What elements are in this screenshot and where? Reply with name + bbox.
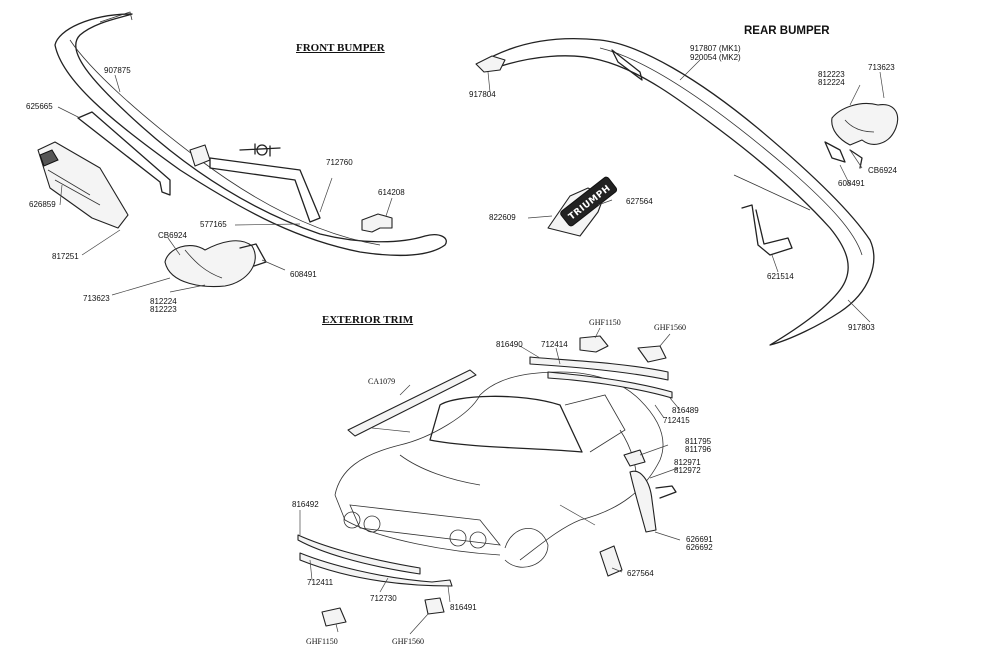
part-label: 627564 bbox=[626, 197, 653, 206]
front-lower-mouldings bbox=[297, 534, 453, 587]
part-label: 712730 bbox=[370, 594, 397, 603]
front-bracket-614208 bbox=[361, 213, 393, 233]
part-label: 608491 bbox=[838, 179, 865, 188]
front-bumper-title: FRONT BUMPER bbox=[296, 42, 385, 54]
part-label: GHF1150 bbox=[306, 637, 338, 646]
part-label: 627564 bbox=[627, 569, 654, 578]
part-label: 626859 bbox=[29, 200, 56, 209]
part-label: 917807 (MK1) bbox=[690, 44, 741, 53]
pillar-finishers bbox=[623, 449, 677, 533]
part-label: 812224 bbox=[150, 297, 177, 306]
part-label: CB6924 bbox=[158, 231, 187, 240]
rear-leader-lines bbox=[487, 59, 885, 323]
part-label: 712414 bbox=[541, 340, 568, 349]
bottom-clips bbox=[321, 597, 445, 627]
part-label: 812971 bbox=[674, 458, 701, 467]
windscreen-moulding bbox=[347, 369, 477, 437]
front-leader-lines bbox=[57, 74, 393, 296]
part-label: GHF1560 bbox=[392, 637, 425, 646]
part-label: 816490 bbox=[496, 340, 523, 349]
roof-clips bbox=[579, 335, 667, 363]
rear-bumper-blade bbox=[481, 38, 875, 346]
front-stay bbox=[189, 143, 321, 223]
part-label: 917803 bbox=[848, 323, 875, 332]
part-label: 907875 bbox=[104, 66, 131, 75]
front-over-rider bbox=[164, 240, 267, 288]
part-label: 812224 bbox=[818, 78, 845, 87]
trim-leader-lines bbox=[299, 327, 681, 635]
part-label: 917804 bbox=[469, 90, 496, 99]
part-label: CB6924 bbox=[868, 166, 897, 175]
part-label: 614208 bbox=[378, 188, 405, 197]
part-label: 811796 bbox=[685, 445, 712, 454]
front-over-rider-bracket bbox=[77, 111, 171, 196]
part-label: CA1079 bbox=[368, 377, 396, 386]
part-label: 713623 bbox=[83, 294, 110, 303]
part-label: 712760 bbox=[326, 158, 353, 167]
part-label: 625665 bbox=[26, 102, 53, 111]
part-label: 816492 bbox=[292, 500, 319, 509]
front-corner-trim bbox=[37, 141, 129, 229]
part-label: 812223 bbox=[818, 70, 845, 79]
part-label: 712415 bbox=[663, 416, 690, 425]
side-badge bbox=[599, 545, 623, 577]
part-label: GHF1150 bbox=[589, 318, 621, 327]
exterior-trim-title: EXTERIOR TRIM bbox=[322, 314, 414, 326]
roof-mouldings bbox=[529, 356, 673, 399]
part-label: 812223 bbox=[150, 305, 177, 314]
car-body bbox=[334, 371, 664, 568]
rear-bracket bbox=[733, 174, 811, 256]
part-label: 816489 bbox=[672, 406, 699, 415]
part-label: 817251 bbox=[52, 252, 79, 261]
part-label: 713623 bbox=[868, 63, 895, 72]
part-label: 712411 bbox=[307, 578, 334, 587]
part-label: 621514 bbox=[767, 272, 794, 281]
rear-badge: TRIUMPH bbox=[547, 176, 618, 237]
rear-over-rider bbox=[824, 102, 899, 169]
part-label: 812972 bbox=[674, 466, 701, 475]
part-label: 608491 bbox=[290, 270, 317, 279]
part-label: 920054 (MK2) bbox=[690, 53, 741, 62]
rear-bumper-title: REAR BUMPER bbox=[744, 25, 830, 37]
part-label: 577165 bbox=[200, 220, 227, 229]
part-label: GHF1560 bbox=[654, 323, 687, 332]
part-label: 816491 bbox=[450, 603, 477, 612]
part-label: 811795 bbox=[685, 437, 712, 446]
rear-end-cap bbox=[475, 55, 506, 73]
part-label: 626691 bbox=[686, 535, 713, 544]
part-label: 822609 bbox=[489, 213, 516, 222]
part-label: 626692 bbox=[686, 543, 713, 552]
